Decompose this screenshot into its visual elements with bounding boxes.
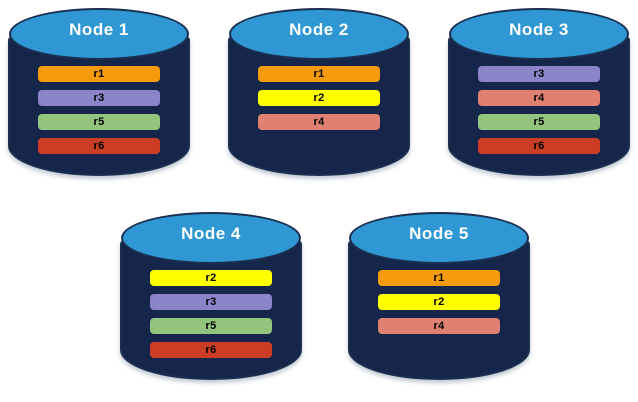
shard-list-node-1: r1 r3 r5 r6: [38, 66, 160, 162]
shard-bar[interactable]: r3: [150, 294, 272, 310]
database-node-5[interactable]: Node 5 r1 r2 r4: [348, 210, 530, 388]
shard-bar[interactable]: r1: [378, 270, 500, 286]
shard-bar[interactable]: r5: [38, 114, 160, 130]
shard-list-node-5: r1 r2 r4: [378, 270, 500, 342]
shard-list-node-3: r3 r4 r5 r6: [478, 66, 600, 162]
cylinder-top-ellipse: [229, 8, 409, 60]
node-label: Node 1: [69, 20, 129, 39]
shard-bar[interactable]: r4: [478, 90, 600, 106]
shard-bar[interactable]: r1: [38, 66, 160, 82]
database-node-4[interactable]: Node 4 r2 r3 r5 r6: [120, 210, 302, 388]
cylinder-top-ellipse: [349, 212, 529, 264]
shard-bar[interactable]: r4: [258, 114, 380, 130]
shard-bar[interactable]: r4: [378, 318, 500, 334]
node-label: Node 2: [289, 20, 349, 39]
shard-bar[interactable]: r2: [258, 90, 380, 106]
node-label: Node 5: [409, 224, 469, 243]
cylinder-top-ellipse: [449, 8, 629, 60]
node-label: Node 3: [509, 20, 569, 39]
cylinder-top-ellipse: [121, 212, 301, 264]
shard-bar[interactable]: r1: [258, 66, 380, 82]
database-node-2[interactable]: Node 2 r1 r2 r4: [228, 6, 410, 184]
shard-bar[interactable]: r3: [38, 90, 160, 106]
node-label: Node 4: [181, 224, 241, 243]
shard-bar[interactable]: r2: [150, 270, 272, 286]
shard-bar[interactable]: r5: [150, 318, 272, 334]
shard-bar[interactable]: r5: [478, 114, 600, 130]
cylinder-top-ellipse: [9, 8, 189, 60]
shard-bar[interactable]: r3: [478, 66, 600, 82]
shard-bar[interactable]: r6: [478, 138, 600, 154]
database-node-3[interactable]: Node 3 r3 r4 r5 r6: [448, 6, 630, 184]
shard-list-node-2: r1 r2 r4: [258, 66, 380, 138]
shard-list-node-4: r2 r3 r5 r6: [150, 270, 272, 366]
database-node-1[interactable]: Node 1 r1 r3 r5 r6: [8, 6, 190, 184]
shard-bar[interactable]: r6: [150, 342, 272, 358]
shard-bar[interactable]: r6: [38, 138, 160, 154]
shard-bar[interactable]: r2: [378, 294, 500, 310]
